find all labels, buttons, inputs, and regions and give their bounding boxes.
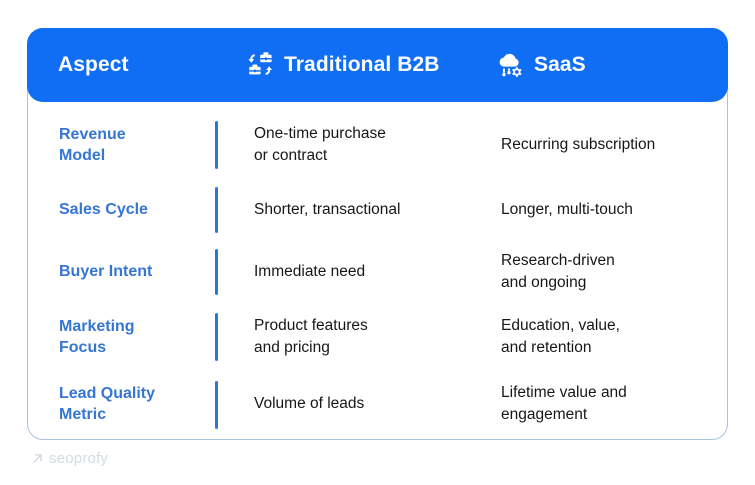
column-header-saas-label: SaaS [534,53,586,76]
cell-aspect: Buyer Intent [59,263,153,281]
cell-saas: Recurring subscription [501,136,656,153]
row-divider [215,121,218,169]
cell-traditional-b2b: Volume of leads [254,395,365,412]
cell-traditional-b2b: Immediate need [254,263,366,280]
column-header-aspect: Aspect [58,53,129,77]
table-row: Sales Cycle Shorter, transactional Longe… [28,179,727,241]
row-divider [215,381,218,429]
cloud-gear-icon [495,50,525,80]
row-divider [215,313,218,361]
brand-name: seoprofy [49,450,109,467]
comparison-table-card: Aspect [27,28,728,440]
cell-saas: Education, value,and retention [501,317,620,356]
row-divider [215,187,218,233]
arrow-up-right-icon [31,452,44,465]
table-row: Buyer Intent Immediate need Research-dri… [28,241,727,303]
column-header-traditional-b2b-label: Traditional B2B [284,53,440,76]
brand-logo: seoprofy [31,450,108,467]
row-divider [215,249,218,295]
column-header-aspect-label: Aspect [58,53,129,76]
column-header-saas: SaaS [495,50,586,80]
table-header-row: Aspect [27,28,728,102]
briefcase-exchange-icon [245,50,275,80]
column-header-traditional-b2b: Traditional B2B [245,50,440,80]
cell-aspect: Sales Cycle [59,201,148,219]
cell-saas: Longer, multi-touch [501,201,633,218]
cell-traditional-b2b: Shorter, transactional [254,201,401,218]
